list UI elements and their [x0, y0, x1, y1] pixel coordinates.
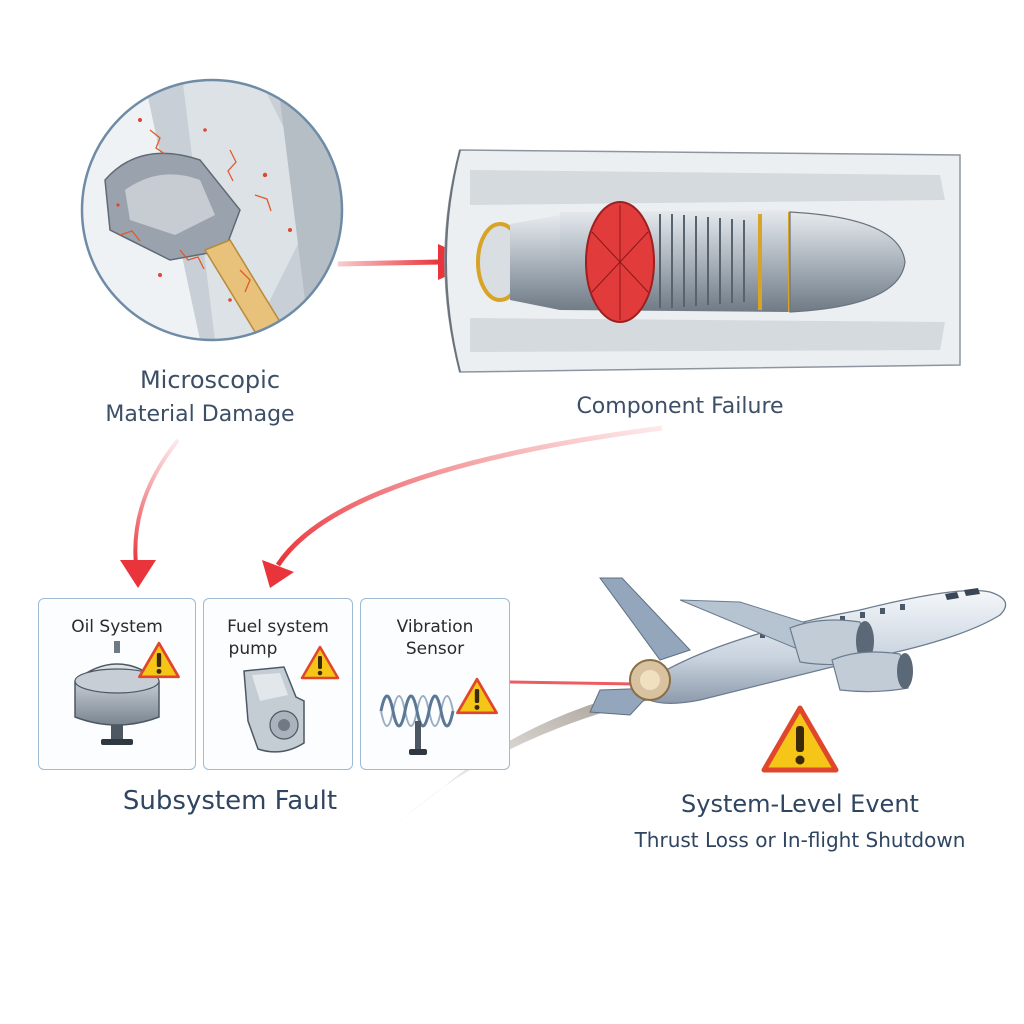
panel-fuel-pump: Fuel system pump — [203, 598, 353, 770]
panel-fuel-pump-title-line1: Fuel system — [227, 617, 329, 637]
warning-icon — [300, 645, 340, 680]
panel-vibration-title-line1: Vibration — [396, 617, 474, 637]
jet-engine-cutaway — [444, 149, 961, 373]
panel-oil-system-title: Oil System — [71, 617, 163, 637]
oil-tank-icon — [74, 641, 160, 745]
component-failure-label: Component Failure — [576, 394, 784, 419]
arrow-damage-to-subsystem — [120, 438, 180, 588]
system-level-event-subtitle: Thrust Loss or In-flight Shutdown — [634, 828, 966, 852]
fuel-pump-icon — [243, 666, 305, 753]
microscopic-damage-illustration — [62, 62, 362, 362]
warning-icon — [138, 641, 180, 679]
vibration-sensor-icon — [379, 694, 455, 755]
subsystem-fault-label: Subsystem Fault — [122, 786, 338, 816]
panel-vibration-sensor: Vibration Sensor — [360, 598, 510, 770]
warning-icon — [456, 677, 498, 715]
panel-oil-system: Oil System — [38, 598, 196, 770]
warning-icon — [761, 705, 839, 773]
panel-fuel-pump-title-line2: pump — [228, 639, 278, 659]
system-level-event-title: System-Level Event — [681, 790, 919, 818]
microscopic-label-line1: Microscopic — [139, 366, 281, 394]
arrow-component-to-subsystem — [262, 425, 663, 588]
panel-vibration-title-line2: Sensor — [405, 639, 465, 659]
airplane-illustration — [589, 577, 1007, 716]
microscopic-label-line2: Material Damage — [105, 402, 295, 427]
